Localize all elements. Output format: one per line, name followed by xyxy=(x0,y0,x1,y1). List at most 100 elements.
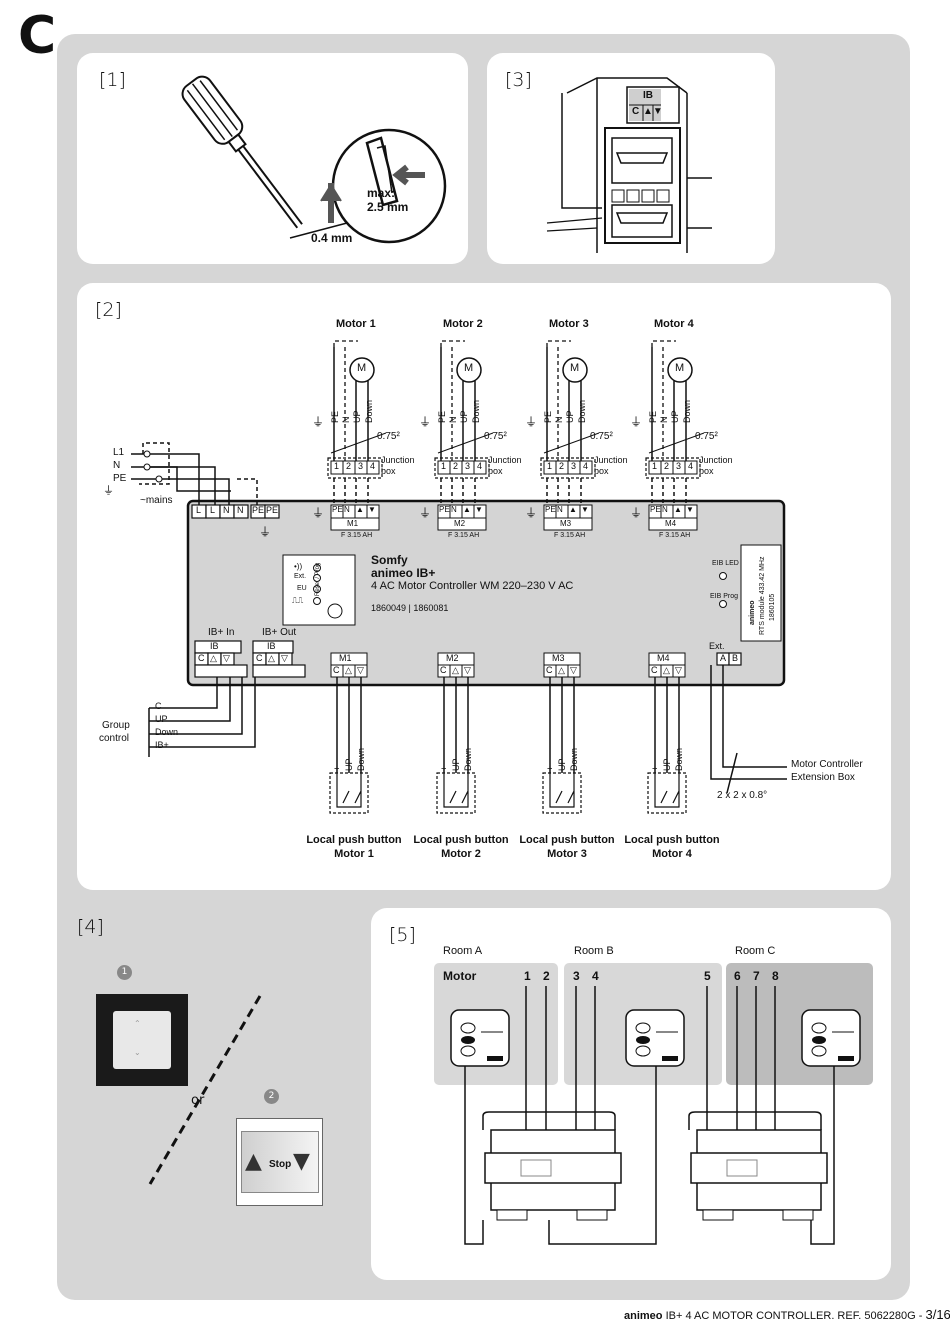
mains-label: ~mains xyxy=(140,495,173,506)
wire-label-2-2: UP xyxy=(459,410,469,423)
push-wire-label-4-1: UP xyxy=(662,758,672,771)
ext-terminal-a: A xyxy=(720,653,727,663)
wire-label-3-2: UP xyxy=(565,410,575,423)
junction-terminal-1-1: 1 xyxy=(334,461,340,471)
push-wire-label-3-2: Down xyxy=(569,747,579,771)
local-push-label-4: Local push button Motor 4 xyxy=(624,834,720,860)
local-terminal-4-0: C xyxy=(651,665,658,675)
local-terminal-3-1: △ xyxy=(558,665,565,675)
motor-title-2: Motor 2 xyxy=(443,318,483,330)
ib-in-c: C xyxy=(198,653,205,663)
motor-terminal-4-4: ▼ xyxy=(686,505,694,514)
panel-3-label: [3] xyxy=(505,69,532,91)
motor-icon xyxy=(349,357,375,383)
local-terminal-4-2: ▽ xyxy=(675,665,682,675)
motor-code-1: M1 xyxy=(347,519,359,528)
group-line-c: C xyxy=(155,701,162,711)
mains-terminal-6: PE xyxy=(266,505,279,515)
wire-label-3-1: N xyxy=(554,416,564,424)
ib-in-up: △ xyxy=(210,653,217,663)
or-label: or xyxy=(191,1093,205,1108)
push-button-switch-icon: ▲ ▼ Stop xyxy=(236,1118,323,1206)
footer-brand: animeo xyxy=(624,1310,663,1322)
local-code-1: M1 xyxy=(339,653,352,663)
motor-title-4: Motor 4 xyxy=(654,318,694,330)
local-terminal-2-0: C xyxy=(440,665,447,675)
rts-module-brand: animeo xyxy=(749,600,756,625)
cable-spec: 2 x 2 x 0.8° xyxy=(717,790,768,801)
panel-3: [3] IB C ▲▼ xyxy=(487,53,775,264)
junction-terminal-4-3: 3 xyxy=(676,461,682,471)
junction-terminal-2-1: 1 xyxy=(441,461,447,471)
local-terminal-2-2: ▽ xyxy=(464,665,471,675)
motor-symbol-2: M xyxy=(464,362,474,374)
push-wire-label-3-0: + xyxy=(545,765,555,771)
motor-symbol-1: M xyxy=(357,362,367,374)
motor-label: Motor xyxy=(443,969,477,983)
motor-terminal-1-2: N xyxy=(344,505,350,514)
junction-terminal-2-2: 2 xyxy=(453,461,459,471)
ground-icon: ⏚ xyxy=(419,415,432,429)
panel-1-label: [1] xyxy=(99,69,126,91)
push-wire-label-4-2: Down xyxy=(674,747,684,771)
local-push-label-3: Local push button Motor 3 xyxy=(519,834,615,860)
mains-terminal-5: PE xyxy=(252,505,265,515)
motor-icon xyxy=(562,357,588,383)
motor-code-4: M4 xyxy=(665,519,677,528)
footer: animeo IB+ 4 AC MOTOR CONTROLLER. REF. 5… xyxy=(624,1307,950,1322)
c-marking: C xyxy=(632,106,640,117)
box-label-3: box xyxy=(594,466,609,476)
motor-terminal-2-2: N xyxy=(451,505,457,514)
ib-marking: IB xyxy=(643,90,653,101)
wire-label-1-2: UP xyxy=(352,410,362,423)
motor-terminal-1-3: ▲ xyxy=(356,505,364,514)
ib-out-up: △ xyxy=(268,653,275,663)
motor-terminal-3-1: PE xyxy=(545,505,556,514)
remote-icon xyxy=(450,1009,510,1067)
junction-label-4: Junction xyxy=(699,455,733,465)
wire-label-1-0: PE xyxy=(330,410,340,423)
fuse-label-2: F 3.15 AH xyxy=(448,532,480,539)
junction-terminal-3-3: 3 xyxy=(571,461,577,471)
num-4: 4 xyxy=(592,969,599,983)
junction-terminal-4-4: 4 xyxy=(688,461,694,471)
room-wiring-diagram xyxy=(450,986,861,1245)
push-wire-label-1-1: UP xyxy=(344,758,354,771)
wire-label-4-0: PE xyxy=(648,410,658,423)
ground-icon: ⏚ xyxy=(259,525,272,539)
panel-5: [5] Room A Room B Room C Motor 1 2 3 4 5… xyxy=(371,908,891,1280)
local-terminal-2-1: △ xyxy=(452,665,459,675)
motor-terminal-3-4: ▼ xyxy=(581,505,589,514)
push-wire-label-2-2: Down xyxy=(463,747,473,771)
fuse-label-1: F 3.15 AH xyxy=(341,532,373,539)
wire-label-2-1: N xyxy=(448,416,458,424)
max-label: max: xyxy=(367,186,396,200)
wiring-diagram xyxy=(131,340,787,814)
divider-line xyxy=(148,995,262,1185)
ground-icon: ⏚ xyxy=(312,415,325,429)
cross-section-1: 0.75² xyxy=(377,431,400,442)
cross-section-4: 0.75² xyxy=(695,431,718,442)
wire-label-3-3: Down xyxy=(577,399,587,423)
ground-icon: ⏚ xyxy=(525,506,538,520)
panel-2-label: [2] xyxy=(95,299,122,321)
led-pulse-label: ⎍⎍ xyxy=(292,596,304,605)
push-wire-label-1-2: Down xyxy=(356,747,366,771)
remote-icon xyxy=(801,1009,861,1067)
junction-terminal-4-2: 2 xyxy=(664,461,670,471)
junction-terminal-2-3: 3 xyxy=(465,461,471,471)
local-push-label-1: Local push button Motor 1 xyxy=(306,834,402,860)
footer-page: 3/16 xyxy=(925,1307,950,1322)
eib-led-label: EIB LED xyxy=(712,560,739,567)
num-6: 6 xyxy=(734,969,741,983)
group-control-2: control xyxy=(99,733,130,744)
motor-icon xyxy=(456,357,482,383)
local-terminal-1-0: C xyxy=(333,665,340,675)
num-7: 7 xyxy=(753,969,760,983)
motor-symbol-4: M xyxy=(675,362,685,374)
badge-1: 1 xyxy=(117,965,132,980)
motor-group-3 xyxy=(540,340,600,814)
wire-label-1-1: N xyxy=(341,416,351,424)
push-wire-label-2-0: + xyxy=(439,765,449,771)
arrow-marking: ▲▼ xyxy=(643,106,663,117)
